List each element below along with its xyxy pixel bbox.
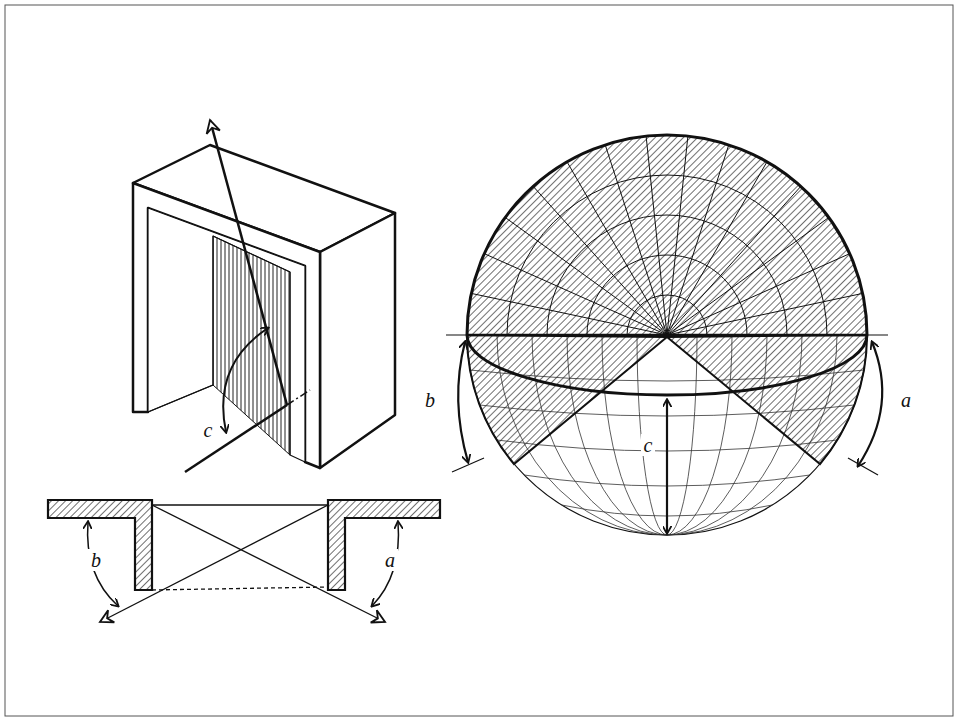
angle-label: b [88,549,104,571]
window-plan [48,500,440,622]
sky-grid-ray [667,254,850,335]
sky-grid-ray [484,254,667,335]
sky-grid-ray [646,136,667,335]
angle-label: a [382,549,398,571]
sky-grid-ray [667,145,729,335]
window-box-3d [133,120,395,472]
sky-grid-ray [667,293,863,335]
sky-grid-ray [505,217,667,335]
angle-label: c [201,419,216,441]
view-sphere [446,135,888,535]
angle-label: c [641,434,656,456]
sky-grid-ray [667,186,801,335]
sky-grid-ray [667,162,767,335]
frame [5,5,953,716]
ground-grid-meridian [637,335,697,535]
sky-grid-ray [605,145,667,335]
angle-label: b [422,389,438,411]
angle-label: a [898,389,914,411]
sky-grid-ray [533,186,667,335]
